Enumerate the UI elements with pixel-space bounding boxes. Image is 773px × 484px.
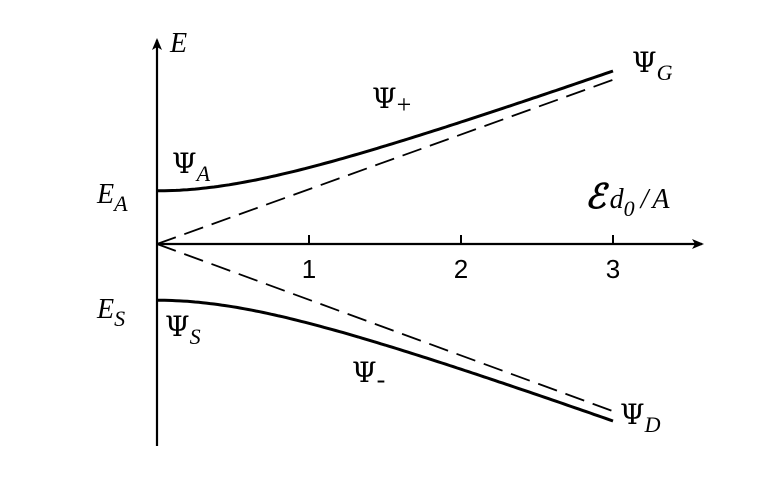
y-axis-label: E (169, 28, 187, 59)
psi-g-label: ΨG (632, 46, 673, 85)
asymptote-lower (156, 243, 614, 413)
e-a-label: EA (96, 179, 128, 216)
psi-minus-label: Ψ- (352, 356, 385, 394)
x-tick-label-3: 3 (606, 254, 620, 284)
asymptote-upper (156, 78, 614, 245)
x-ticks: 1 2 3 (302, 235, 620, 284)
psi-plus-curve (157, 69, 614, 193)
psi-s-label: ΨS (165, 310, 201, 349)
x-tick-label-2: 2 (454, 254, 468, 284)
x-tick-label-1: 1 (302, 254, 316, 284)
psi-minus-curve (156, 298, 614, 423)
psi-a-label: ΨA (172, 147, 211, 186)
psi-plus-label: Ψ+ (372, 82, 411, 119)
e-s-label: ES (96, 294, 125, 331)
psi-d-label: ΨD (620, 398, 661, 437)
